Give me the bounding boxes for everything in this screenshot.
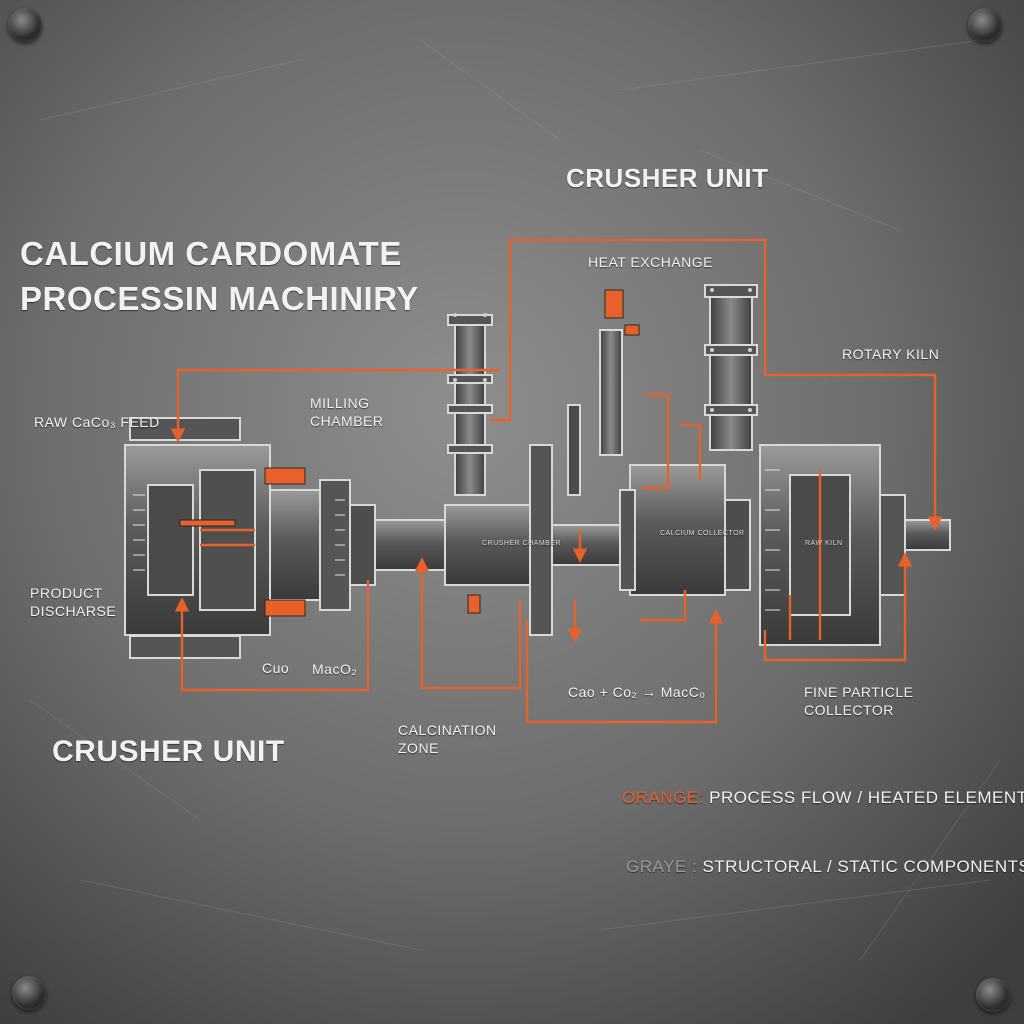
legend-orange-key: ORANGE:	[622, 788, 704, 807]
collector-chamber	[629, 464, 726, 596]
crusher-chamber-tag: CRUSHER CHAMBER	[482, 540, 562, 547]
flow-raw-feed	[170, 368, 500, 443]
legend-gray-key: GRAYE :	[626, 857, 698, 876]
crusher-unit-label-top: CRUSHER UNIT	[566, 163, 769, 193]
rotary-kiln-tower	[709, 289, 753, 451]
flow-reaction	[525, 609, 724, 724]
heated-elements	[179, 289, 640, 617]
kiln-drum-tag: RAW KILN	[805, 540, 843, 547]
flow-calcination	[414, 557, 522, 690]
product-discharge-label-1: PRODUCT	[30, 585, 103, 601]
milling-chamber	[269, 489, 321, 601]
flange-rivets	[453, 288, 752, 412]
corner-bolt-top-right	[968, 8, 1002, 42]
fine-particle-label-1: FINE PARTICLE	[804, 684, 914, 700]
corner-bolt-top-left	[8, 8, 42, 42]
heat-exchange-label: HEAT EXCHANGE	[588, 254, 714, 270]
crusher-chamber	[444, 504, 546, 586]
process-flow-lines	[170, 238, 943, 724]
milling-chamber-label-1: MILLING	[310, 395, 370, 411]
calcination-zone-label-1: CALCINATION	[398, 722, 497, 738]
crusher-unit-label-bottom: CRUSHER UNIT	[52, 735, 285, 768]
drive-shaft	[374, 519, 446, 571]
corner-bolt-bottom-left	[12, 976, 46, 1010]
fine-particle-label-2: COLLECTOR	[804, 702, 894, 718]
product-discharge-label-2: DISCHARSE	[30, 603, 117, 619]
title-line-2: PROCESSIN MACHINIRY	[20, 280, 419, 317]
calcination-zone-label-2: ZONE	[398, 740, 439, 756]
legend-gray-text: STRUCTORAL / STATIC COMPONENTS	[702, 857, 1024, 876]
milling-chamber-label-2: CHAMBER	[310, 413, 384, 429]
flow-heat-loop	[490, 238, 943, 531]
flow-discharge	[174, 580, 370, 692]
collector-chamber-tag: CALCIUM COLLECTOR	[660, 530, 745, 537]
scratch-texture	[29, 39, 1001, 961]
corner-bolt-bottom-right	[976, 978, 1010, 1012]
reaction-equation: Cao + Co₂ → MacC₀	[568, 684, 706, 700]
legend-orange: ORANGE: PROCESS FLOW / HEATED ELEMENTS	[622, 788, 1024, 808]
flow-collector	[763, 552, 913, 662]
cuo-label: Cuo	[262, 660, 290, 676]
gear-details	[133, 469, 780, 611]
legend-gray: GRAYE : STRUCTORAL / STATIC COMPONENTS	[626, 857, 1024, 877]
structural-components	[124, 284, 951, 659]
legend-orange-text: PROCESS FLOW / HEATED ELEMENTS	[709, 788, 1024, 807]
rotary-kiln-label: ROTARY KILN	[842, 346, 940, 362]
title-line-1: CALCIUM CARDOMATE	[20, 235, 402, 272]
maco2-label: MacO₂	[312, 661, 358, 677]
raw-feed-label: RAW CaCo₃ FEED	[34, 414, 160, 430]
